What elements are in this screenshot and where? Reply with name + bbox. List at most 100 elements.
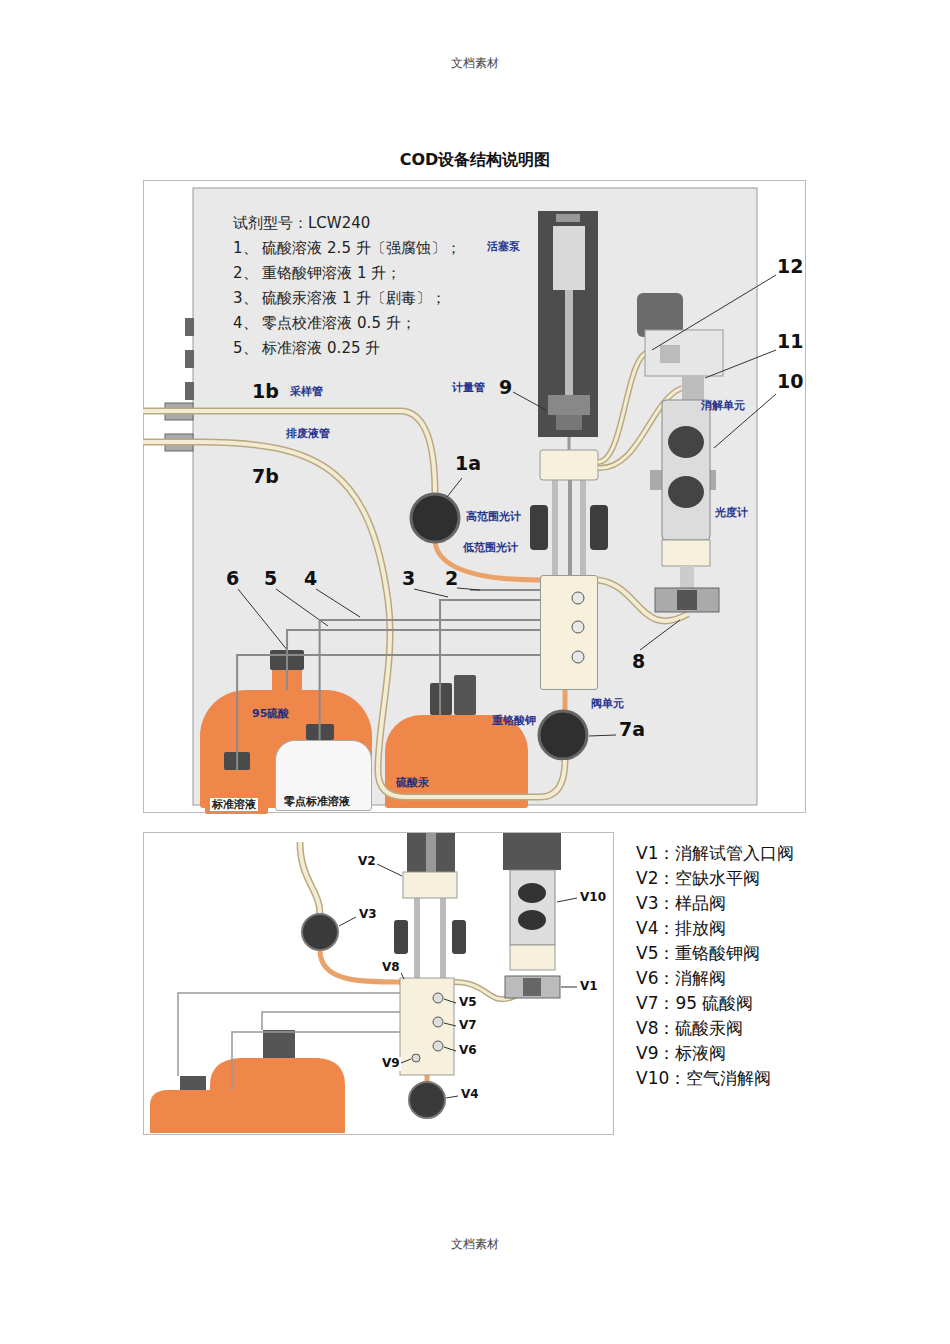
piston-pump <box>538 211 598 437</box>
callout-number: 8 <box>632 650 645 673</box>
tube <box>598 352 650 462</box>
valve-label: V7 <box>458 1019 478 1033</box>
callout-number: 12 <box>777 255 803 278</box>
tube <box>320 950 400 982</box>
tube <box>300 842 320 914</box>
tube-line <box>440 600 540 715</box>
leader-line <box>377 864 402 876</box>
tube <box>598 388 682 468</box>
pump <box>302 914 338 950</box>
panel-connector <box>165 403 193 420</box>
tube-line <box>320 620 540 740</box>
valve-label: V9 <box>381 1057 401 1071</box>
figure-frame <box>144 181 806 813</box>
node-text: 零点标准溶液 <box>284 795 350 808</box>
valve-block <box>433 1041 443 1051</box>
digestion-unit <box>682 376 704 400</box>
digestion-unit <box>503 833 561 870</box>
sample-tube <box>143 411 435 494</box>
digestion-unit <box>662 400 710 540</box>
watermark: 文档素材 <box>451 56 499 70</box>
metering-tube <box>540 450 598 480</box>
figure-frame <box>144 181 806 813</box>
reagent-note: 5、 标准溶液 0.25 升 <box>233 339 380 357</box>
leader-line <box>444 1047 456 1051</box>
tube <box>598 580 688 621</box>
part-label: 活塞泵 <box>487 240 520 253</box>
leader-line <box>589 735 616 736</box>
panel-connector <box>185 318 194 336</box>
reagent-note: 2、 重铬酸钾溶液 1 升； <box>233 264 401 282</box>
leader-line <box>316 589 360 617</box>
reagent-bottle: 硫酸汞 <box>385 715 528 808</box>
valve-block <box>433 1017 443 1027</box>
piston-pump <box>403 872 457 898</box>
callout-number: 1a <box>455 452 481 475</box>
metering-tube <box>580 480 586 575</box>
callout-number: 3 <box>402 567 415 590</box>
reagent-bottle: 零点标准溶液 <box>275 740 372 811</box>
piston-pump <box>426 833 436 872</box>
reagent-note: 1、 硫酸溶液 2.5 升〔强腐蚀〕； <box>233 239 461 257</box>
solenoid-valve <box>660 345 680 363</box>
sample-tube <box>143 411 435 494</box>
digestion-unit <box>650 470 662 490</box>
node-text: 阀单元 <box>591 697 624 710</box>
valve-port <box>572 592 584 663</box>
digestion-unit <box>710 470 716 490</box>
valve-legend-line: V7：95 硫酸阀 <box>636 993 753 1013</box>
solenoid-valve <box>637 293 683 337</box>
digestion-unit <box>518 910 546 930</box>
reagent-note: 3、 硫酸汞溶液 1 升〔剧毒〕； <box>233 289 446 307</box>
leader-line <box>444 999 456 1003</box>
piston-pump <box>394 920 408 954</box>
leader-line <box>276 589 328 626</box>
leader-line <box>339 864 577 1098</box>
valve-legend-line: V1：消解试管入口阀 <box>636 843 794 863</box>
valve-block: 阀单元 <box>540 575 598 690</box>
piston-pump <box>452 920 466 954</box>
part-label: 高范围光计 <box>466 510 521 523</box>
part-label: 消解单元 <box>701 399 745 412</box>
valve-legend-line: V9：标液阀 <box>636 1043 726 1063</box>
digestion-unit <box>668 426 704 458</box>
callout-number: 7a <box>619 718 645 741</box>
bottle-cap <box>224 650 476 770</box>
valve-block <box>400 978 454 1075</box>
part-label: 低范围光计 <box>463 541 518 554</box>
figure-frame <box>144 833 614 1135</box>
valve-legend-line: V3：样品阀 <box>636 893 726 913</box>
bottle <box>263 1030 295 1058</box>
digestion-unit <box>662 540 710 566</box>
callout-number: 11 <box>777 330 803 353</box>
leader-line <box>457 588 480 590</box>
node-text: 95硫酸 <box>252 707 289 720</box>
metering-tube <box>552 480 558 575</box>
piston-pump <box>565 290 573 395</box>
piston-pump <box>556 415 582 430</box>
valve-label: V2 <box>357 855 377 869</box>
sample-tube <box>143 411 435 494</box>
solenoid-valve <box>645 330 723 376</box>
callout-number: 6 <box>226 567 239 590</box>
valve-legend-line: V6：消解阀 <box>636 968 726 988</box>
part-label: 重铬酸钾 <box>492 714 536 727</box>
leader-line <box>705 350 776 378</box>
figure-frame <box>144 833 614 1135</box>
tube <box>598 388 682 468</box>
valve-block <box>412 1054 420 1062</box>
piston-pump <box>440 898 446 978</box>
valve-block <box>433 993 443 1003</box>
bottle-cap <box>224 752 250 770</box>
valve-legend-line: V4：排放阀 <box>636 918 726 938</box>
valve-legend-line: V5：重铬酸钾阀 <box>636 943 760 963</box>
valve-label: V3 <box>358 908 378 922</box>
bottle-cap <box>272 668 302 690</box>
digestion-unit <box>677 590 697 610</box>
callout-number: 7b <box>252 465 279 488</box>
leader-line <box>640 620 680 650</box>
leader-line <box>652 275 776 350</box>
piston-pump <box>394 833 466 978</box>
